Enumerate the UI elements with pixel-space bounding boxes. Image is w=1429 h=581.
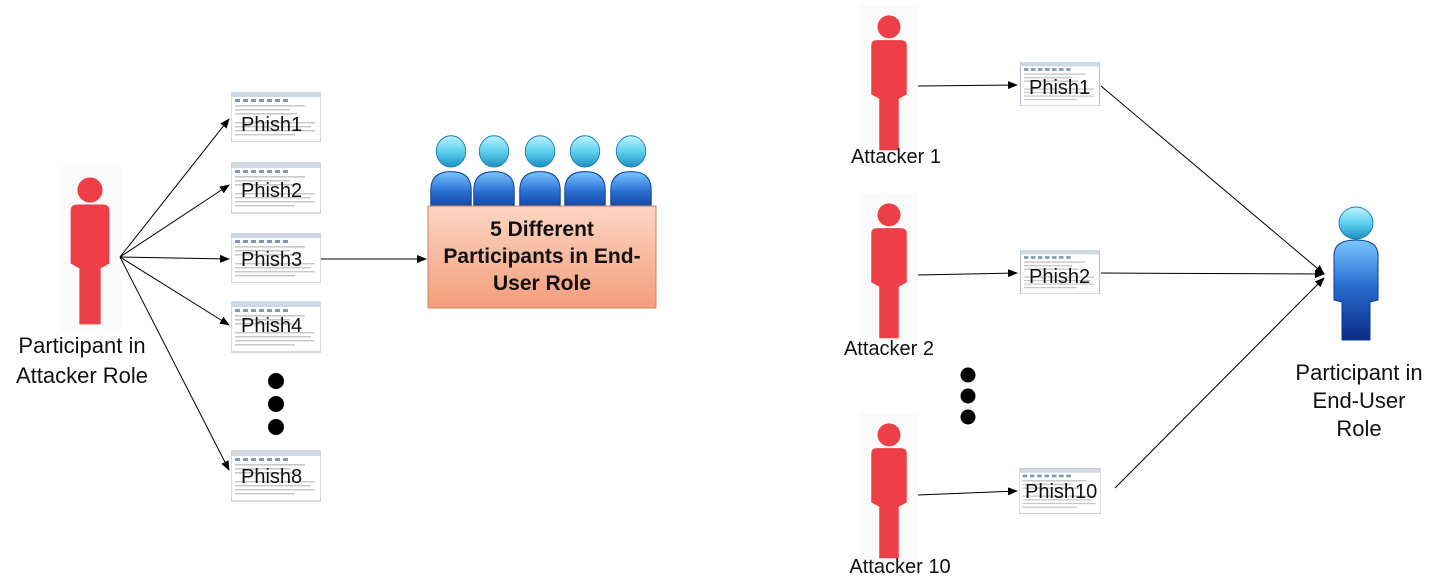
ellipsis-dots-icon [268, 396, 284, 412]
attacker-label: Attacker 1 [851, 146, 941, 168]
person-blue-icon [610, 135, 652, 217]
right-phish-email-2: Phish2 [1019, 250, 1101, 294]
arrow-attacker1-to-phish1 [917, 81, 1018, 90]
right-attacker-2: Attacker 2 [844, 193, 934, 360]
phish-label: Phish1 [1029, 77, 1090, 99]
right-arrows [917, 81, 1325, 496]
phish-label: Phish2 [241, 180, 302, 202]
arrow-to-phish4 [119, 256, 230, 326]
right-phish-email-1: Phish1 [1019, 62, 1101, 106]
phish-label: Phish3 [241, 249, 302, 271]
attacker-role-label-2: Attacker Role [16, 363, 148, 388]
person-blue-icon [564, 135, 606, 217]
left-ellipsis [268, 373, 284, 435]
enduser-role-label-1: Participant in [1295, 360, 1422, 385]
end-user-participant: Participant in End-User Role [1295, 206, 1423, 441]
arrow-to-phish3 [119, 254, 230, 263]
arrow-to-phish2 [119, 184, 230, 258]
attacker-label: Attacker 10 [849, 556, 950, 578]
left-phish-email-8: Phish8 [231, 450, 321, 502]
left-phish-email-4: Phish4 [231, 301, 321, 353]
arrow-to-phish1 [119, 118, 230, 258]
ellipsis-dots-icon [960, 409, 976, 425]
left-attacker-participant: Participant in Attacker Role [16, 167, 148, 388]
person-blue-icon [473, 135, 515, 217]
attacker-role-label-1: Participant in [18, 333, 145, 358]
right-attacker-1: Attacker 1 [851, 5, 941, 168]
left-arrows [119, 118, 427, 471]
ellipsis-dots-icon [960, 388, 976, 404]
right-ellipsis [960, 367, 976, 425]
person-blue-icon [1338, 206, 1374, 240]
ellipsis-dots-icon [960, 367, 976, 383]
attacker-label: Attacker 2 [844, 338, 934, 360]
phish-label: Phish2 [1029, 266, 1090, 288]
left-phish-email-2: Phish2 [231, 162, 321, 214]
arrow-phish10-to-enduser [1114, 277, 1325, 489]
arrow-to-phish8 [119, 256, 230, 471]
arrow-attacker2-to-phish2 [917, 269, 1018, 278]
right-phish-email-10: Phish10 [1019, 468, 1101, 514]
right-attacker-10: Attacker 10 [849, 413, 951, 578]
left-phish-email-1: Phish1 [231, 92, 321, 142]
phish-label: Phish4 [241, 315, 302, 337]
person-blue-icon [519, 135, 561, 217]
end-user-group: 5 Different Participants in End- User Ro… [427, 135, 657, 309]
group-label-box [427, 205, 657, 309]
phish-label: Phish8 [241, 466, 302, 488]
ellipsis-dots-icon [268, 373, 284, 389]
phish-label: Phish10 [1025, 481, 1097, 503]
person-blue-icon [1333, 239, 1379, 341]
ellipsis-dots-icon [268, 419, 284, 435]
group-label-line3: User Role [493, 272, 591, 295]
arrow-phish2-to-enduser [1100, 269, 1325, 278]
left-phish-email-3: Phish3 [231, 233, 321, 283]
arrow-phish1-to-enduser [1100, 85, 1325, 275]
phish-label: Phish1 [241, 114, 302, 136]
arrow-attacker10-to-phish10 [917, 487, 1018, 496]
enduser-role-label-3: Role [1336, 416, 1381, 441]
enduser-role-label-2: End-User [1313, 388, 1406, 413]
group-label-line2: Participants in End- [443, 245, 640, 268]
group-label-line1: 5 Different [490, 218, 594, 241]
person-blue-icon [430, 135, 472, 217]
